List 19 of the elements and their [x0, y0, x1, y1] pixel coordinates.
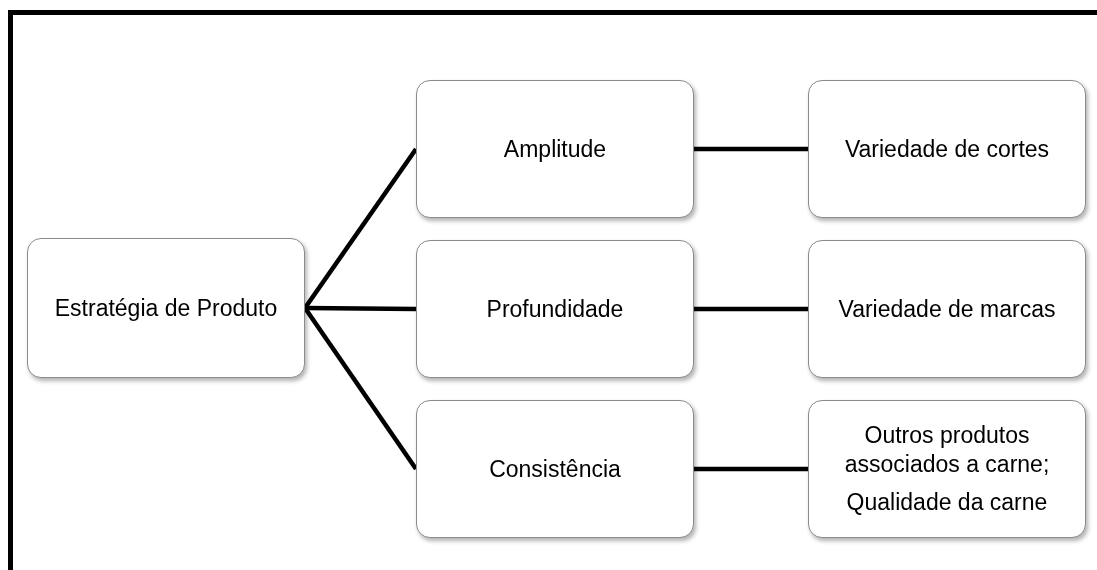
box-text: Variedade de marcas: [838, 294, 1056, 324]
box-text: Amplitude: [503, 134, 607, 164]
box-text: Qualidade da carne: [846, 488, 1048, 518]
process-box: [27, 238, 305, 378]
process-box: [808, 400, 1086, 538]
box-text: Estratégia de Produto: [54, 293, 278, 323]
process-box: [416, 400, 694, 538]
connector-line: [694, 306, 808, 312]
box-text: Profundidade: [486, 294, 624, 324]
box-text: Variedade de cortes: [844, 134, 1050, 164]
connector-line: [694, 146, 808, 152]
box-text: Consistência: [489, 454, 621, 484]
process-box: [808, 240, 1086, 378]
connector-line: [694, 466, 808, 472]
connector-line: [304, 305, 417, 312]
process-box: [416, 80, 694, 218]
process-box: [808, 80, 1086, 218]
box-text: Outros produtos associados a carne;: [843, 420, 1051, 479]
process-box: [416, 240, 694, 378]
